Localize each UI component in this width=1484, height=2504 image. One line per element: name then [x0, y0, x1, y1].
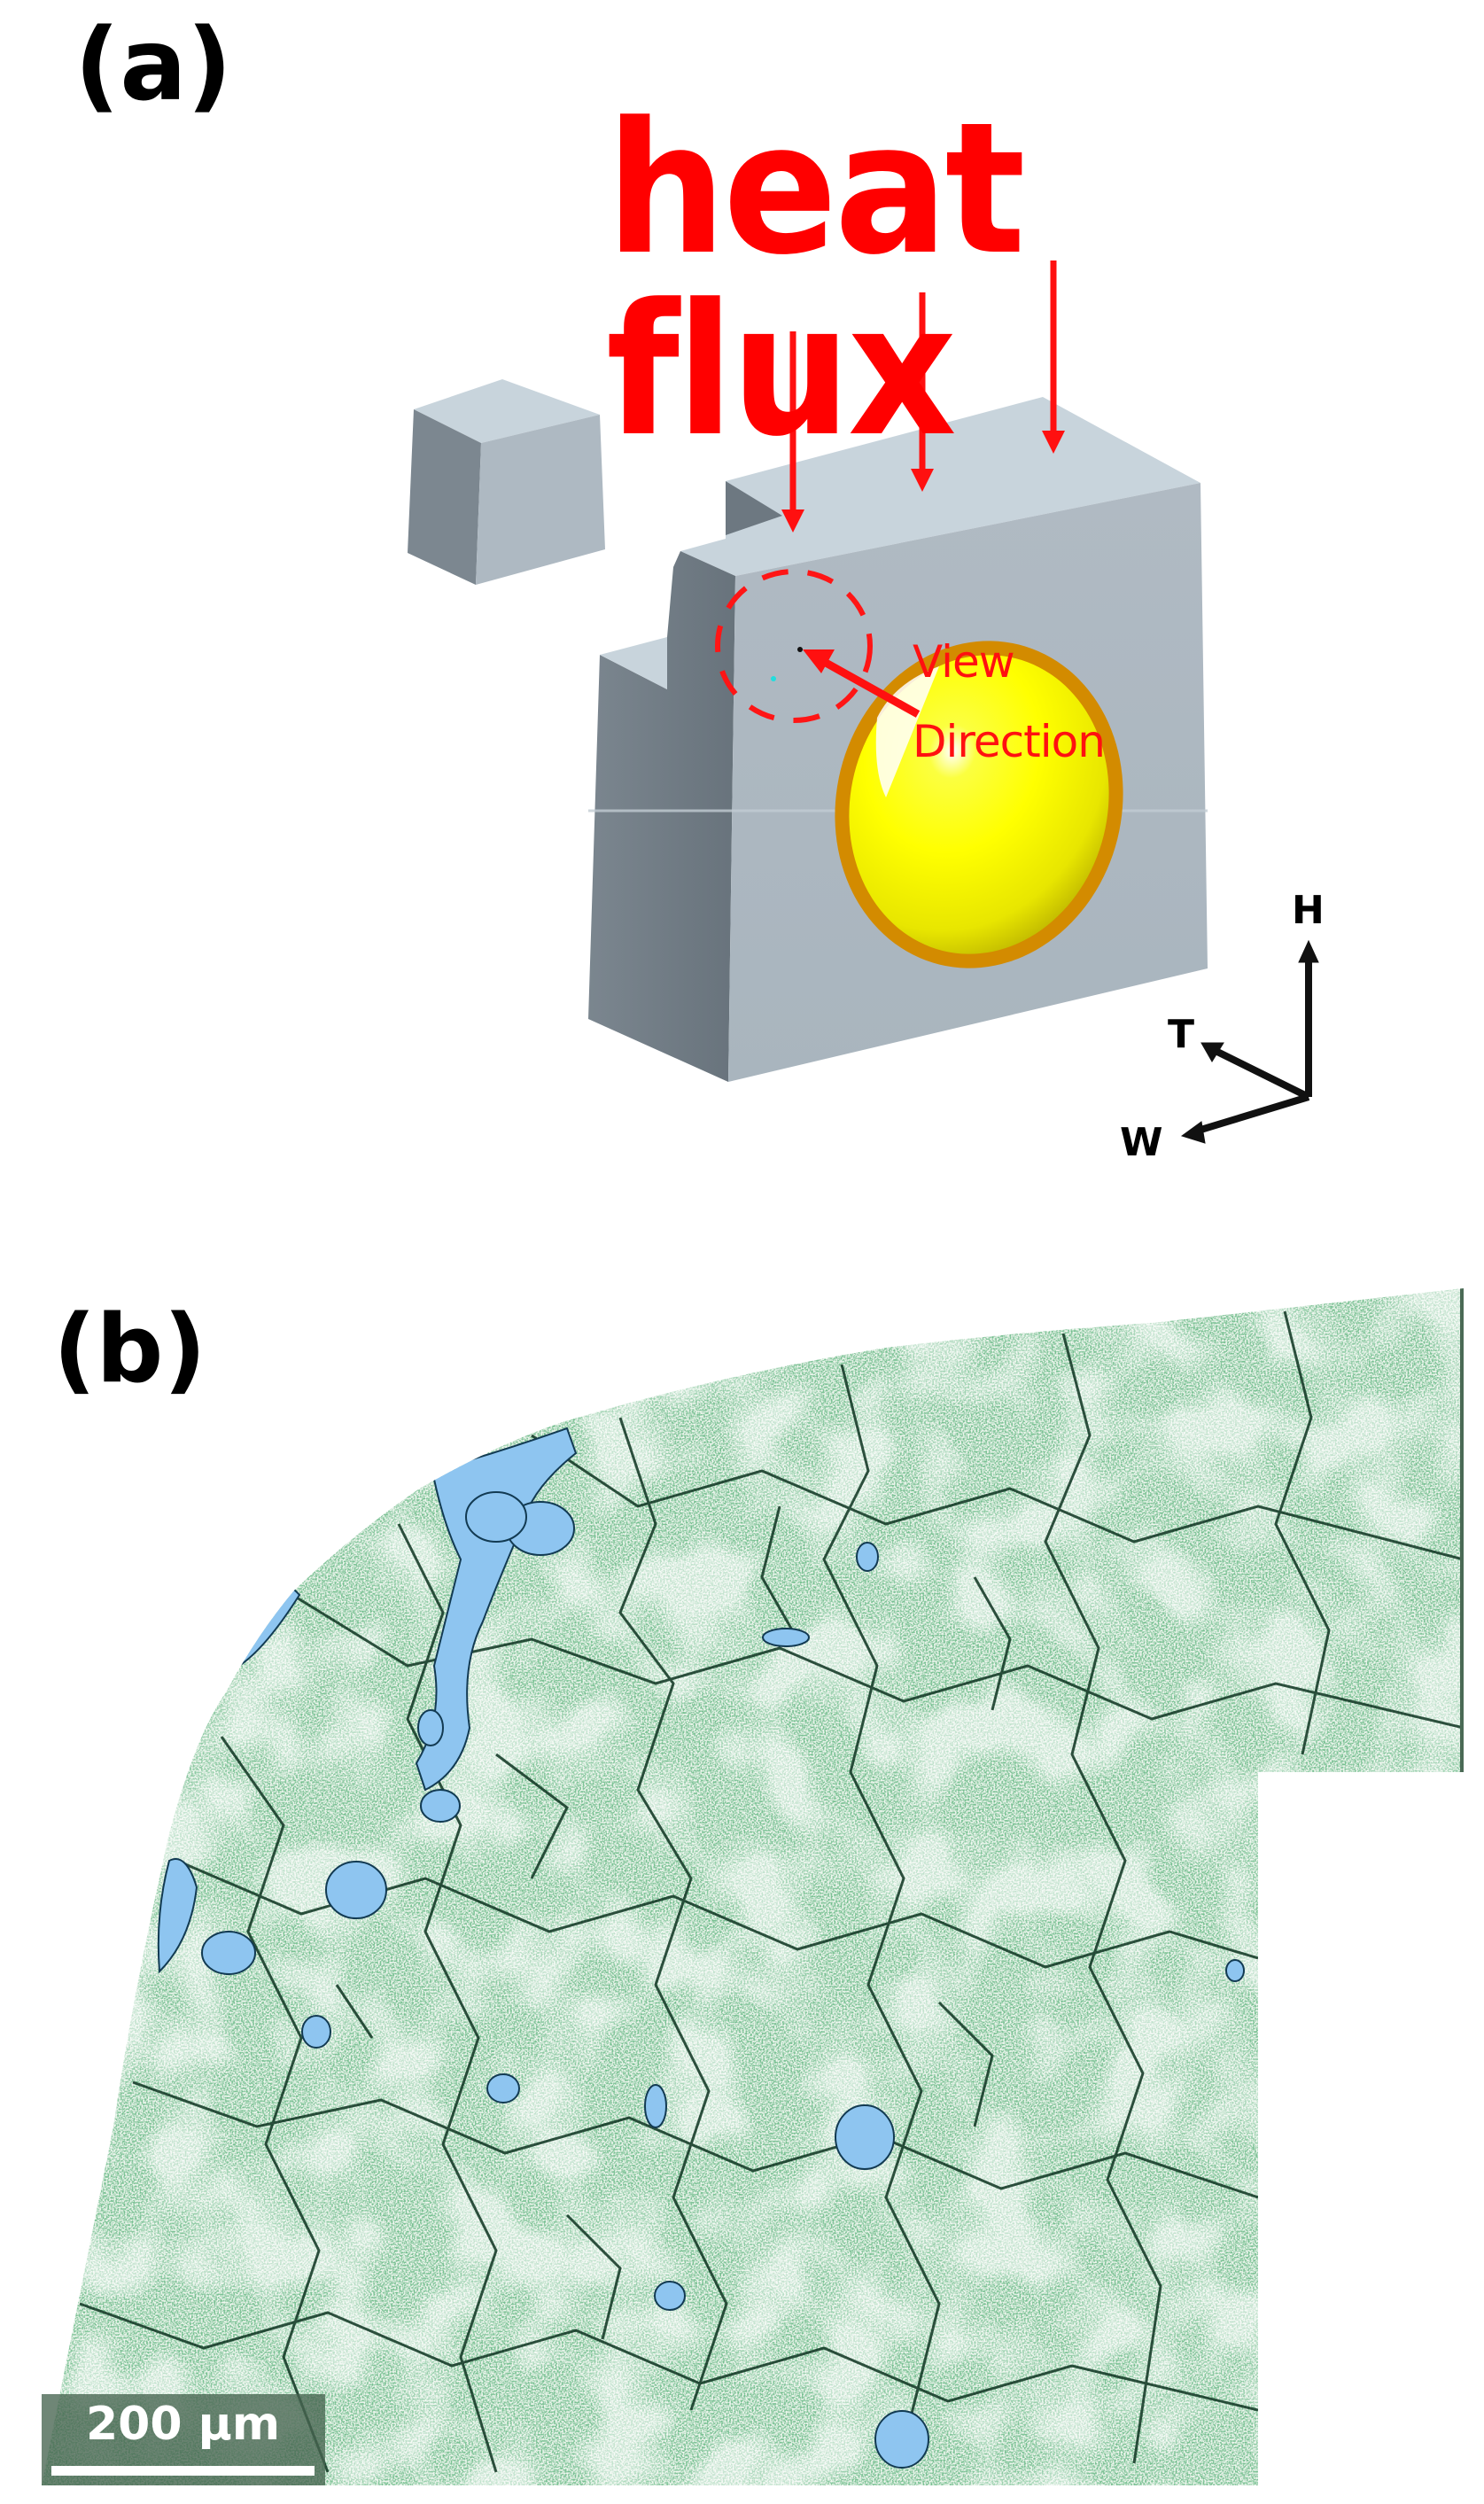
grain-boundaries — [79, 1310, 1464, 2473]
highlighted-grains — [157, 1427, 1245, 2469]
ebsd-map — [42, 1288, 1464, 2485]
scale-bar: 200 µm — [42, 2394, 325, 2485]
axis-triad — [1180, 939, 1319, 1144]
yellow-window — [835, 641, 1123, 968]
view-direction-arrow — [803, 649, 921, 718]
heat-flux-title: heat flux — [606, 84, 1026, 477]
small-cube — [408, 379, 605, 585]
view-direction-label-line2: Direction — [913, 716, 1106, 767]
heat-flux-arrows — [781, 261, 1065, 533]
axis-label-w: W — [1120, 1120, 1163, 1165]
view-direction-label-line1: View — [913, 636, 1015, 688]
scale-bar-label: 200 µm — [86, 2398, 281, 2451]
panel-b-label: (b) — [53, 1295, 206, 1404]
axis-label-t: T — [1168, 1012, 1195, 1057]
scale-bar-line — [51, 2466, 315, 2476]
view-region-circle — [715, 569, 873, 723]
panel-a-label: (a) — [74, 8, 232, 123]
panel-a-diagram — [408, 261, 1319, 1144]
axis-label-h: H — [1292, 888, 1325, 933]
